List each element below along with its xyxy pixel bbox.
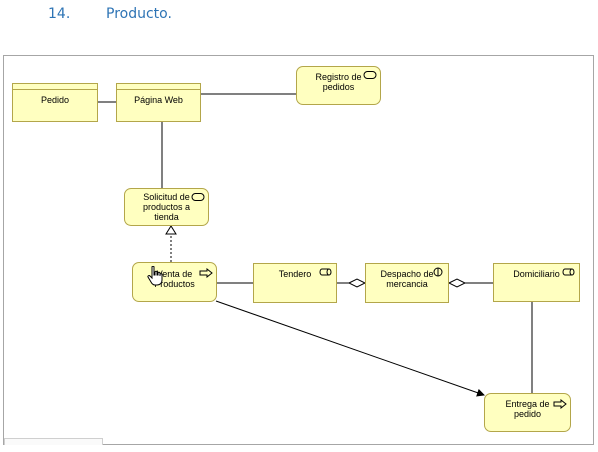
element-despacho-de-mercancia[interactable]: Despacho de mercancia: [365, 263, 449, 303]
realization-arrowhead: [165, 225, 177, 235]
element-registro-de-pedidos[interactable]: Registro de pedidos: [296, 66, 381, 105]
element-label-line3: tienda: [154, 212, 179, 222]
triggering-venta-entrega: [215, 300, 485, 397]
service-icon: [363, 71, 377, 79]
data-object-header: [117, 84, 200, 90]
element-label: Pedido: [40, 95, 70, 105]
element-label-line1: Registro de: [315, 72, 362, 82]
element-label-line2: productos a: [142, 202, 191, 212]
element-label-line2: pedidos: [322, 82, 355, 92]
data-object-header: [13, 84, 97, 90]
element-label-line2: Productos: [154, 279, 195, 289]
element-pagina-web[interactable]: Página Web: [116, 83, 201, 122]
hand-cursor-icon: [147, 266, 163, 286]
role-icon: [319, 268, 332, 276]
element-label-line1: Despacho de: [380, 269, 434, 279]
element-entrega-de-pedido[interactable]: Entrega de pedido: [484, 393, 571, 432]
element-domiciliario[interactable]: Domiciliario: [493, 263, 580, 302]
diagram-canvas[interactable]: [3, 55, 594, 445]
element-label-line2: mercancia: [386, 279, 428, 289]
aggregation-diamond-tendero: [347, 278, 367, 288]
canvas-scroll-tab[interactable]: [4, 438, 103, 445]
section-heading: 14. Producto.: [0, 6, 598, 28]
element-label-line1: Entrega de: [505, 399, 550, 409]
element-tendero[interactable]: Tendero: [253, 263, 337, 303]
aggregation-diamond-despacho: [447, 278, 467, 288]
element-pedido[interactable]: Pedido: [12, 83, 98, 122]
element-label-line2: pedido: [513, 409, 542, 419]
heading-title: Producto.: [106, 6, 172, 22]
element-label: Página Web: [134, 95, 183, 105]
interface-icon: [433, 267, 443, 277]
element-label-line1: Solicitud de: [143, 192, 190, 202]
element-label: Domiciliario: [513, 269, 560, 279]
process-arrow-icon: [199, 268, 213, 278]
element-label-line1: Venta de: [156, 269, 193, 279]
heading-number: 14.: [48, 6, 71, 22]
process-arrow-icon: [553, 399, 567, 409]
role-icon: [562, 268, 575, 276]
element-label: Tendero: [278, 269, 312, 279]
element-solicitud-de-productos[interactable]: Solicitud de productos a tienda: [124, 188, 209, 226]
service-icon: [191, 193, 205, 201]
element-venta-de-productos[interactable]: Venta de Productos: [132, 262, 217, 302]
